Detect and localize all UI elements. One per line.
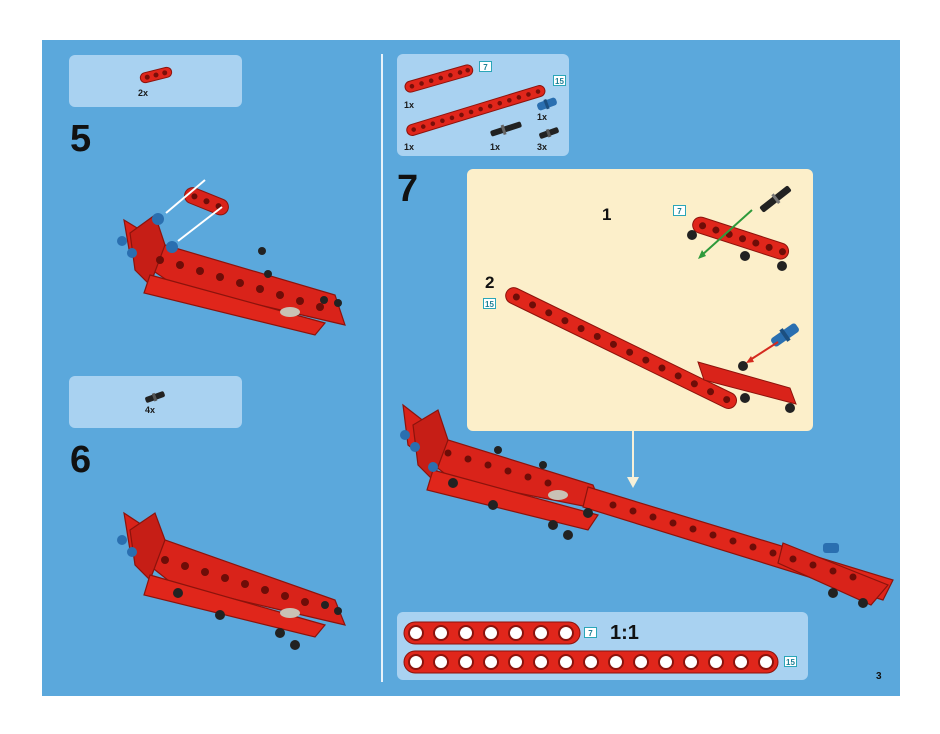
step5-parts-callout	[69, 55, 242, 107]
substep-1-illustration	[687, 185, 792, 271]
beam-part-icon	[139, 66, 173, 84]
step7-assembly-illustration	[400, 403, 894, 608]
step5-qty: 2x	[138, 88, 149, 98]
step6-parts-callout	[69, 376, 242, 428]
length-badge-7: 7	[673, 205, 686, 216]
blue-pin-icon	[537, 97, 557, 111]
page-number: 3	[876, 671, 882, 682]
part-qty: 1x	[537, 112, 548, 122]
black-pin-icon	[539, 127, 559, 139]
step6-number: 6	[70, 439, 92, 481]
length-badge-7: 7	[584, 627, 597, 638]
step5-assembly-illustration	[117, 179, 346, 336]
length-badge-15: 15	[483, 298, 496, 309]
beam-15-scale	[403, 650, 779, 674]
length-badge-15: 15	[784, 656, 797, 667]
substep-2-illustration	[505, 287, 799, 413]
part-qty: 1x	[404, 100, 415, 110]
beam-15-icon	[406, 85, 546, 136]
column-divider	[381, 54, 383, 682]
part-qty: 3x	[537, 142, 548, 152]
part-qty: 1x	[490, 142, 501, 152]
substep-1-number: 1	[602, 205, 612, 224]
substep-2-number: 2	[485, 273, 495, 292]
connector-pin-icon	[145, 391, 165, 403]
step6-assembly-illustration	[117, 511, 346, 650]
step7-number: 7	[397, 168, 419, 210]
part-qty: 1x	[404, 142, 415, 152]
length-badge-7: 7	[479, 61, 492, 72]
black-axle-pin-icon	[490, 121, 522, 137]
beam-7-scale	[403, 621, 581, 645]
down-arrow-icon	[627, 431, 639, 488]
scale-label: 1:1	[610, 622, 639, 644]
step5-number: 5	[70, 118, 92, 160]
step6-qty: 4x	[145, 405, 156, 415]
beam-7-icon	[404, 64, 474, 93]
length-badge-15: 15	[553, 75, 566, 86]
